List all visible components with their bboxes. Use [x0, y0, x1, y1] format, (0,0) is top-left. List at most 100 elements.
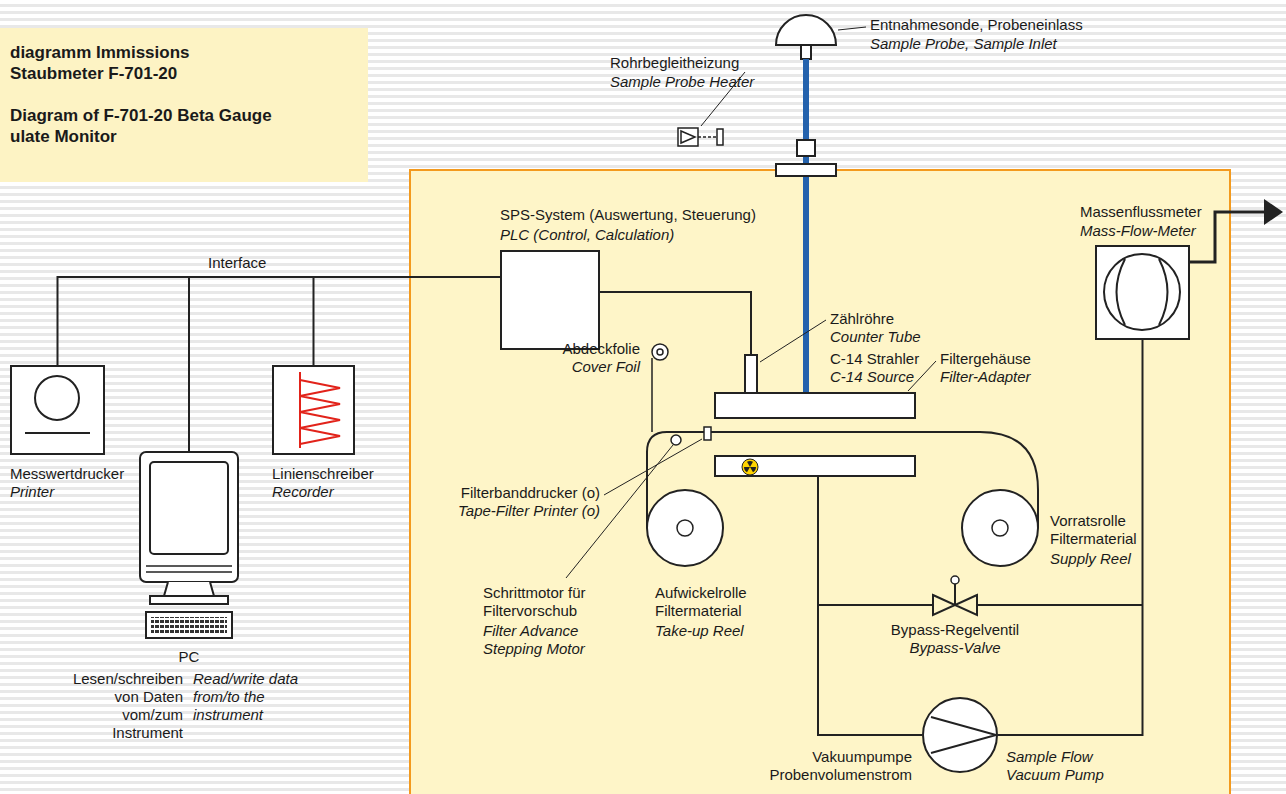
pipe-fitting	[797, 140, 815, 156]
pc-stand	[164, 582, 214, 596]
printer-body	[10, 365, 105, 455]
part-label: Supply Reel	[1050, 550, 1180, 568]
filter-adapter	[715, 393, 915, 418]
pump-outline	[923, 698, 997, 772]
flowmeter-symbol	[1104, 254, 1180, 330]
radiation-symbol	[742, 459, 758, 475]
part-label: Zählröhre	[830, 310, 894, 328]
cover-foil-roll	[652, 344, 668, 360]
reel-hub	[992, 520, 1008, 536]
part-label: Counter Tube	[830, 328, 921, 346]
recorder-box: LinienschreiberRecorder	[272, 365, 355, 455]
leader-line	[838, 27, 866, 30]
node-title: diagramm Immissions Staubmeter F-701-20	[10, 42, 250, 84]
pc-monitor	[146, 571, 232, 573]
valve-handle	[951, 576, 959, 584]
node-title: PC	[140, 648, 238, 666]
valve-stem	[954, 584, 956, 605]
tape-printer	[704, 427, 711, 440]
leader-line	[760, 320, 826, 362]
pc-monitor	[140, 452, 238, 582]
node-title: Vakuumpumpe Probenvolumenstrom	[752, 748, 912, 784]
recorder-body	[272, 365, 355, 455]
source-holder	[715, 456, 915, 476]
part-label: Schrittmotor für Filtervorschub	[483, 584, 623, 620]
part-label: Entnahmesonde, Probeneinlass	[870, 16, 1083, 34]
instrument-housing	[410, 170, 1230, 794]
node-subtitle: Read/write data from/to the instrument	[193, 670, 305, 724]
node-subtitle: Bypass-Valve	[909, 639, 1000, 657]
pc-keyboard	[146, 612, 232, 638]
cover-foil	[651, 358, 653, 432]
part-label: Filterbanddrucker (o)	[461, 484, 600, 502]
part-label: Cover Foil	[572, 358, 640, 376]
part-label: Sample Probe, Sample Inlet	[870, 35, 1057, 53]
vacuum-pump: Vakuumpumpe ProbenvolumenstromSample Flo…	[922, 697, 998, 773]
connector-wire	[314, 277, 501, 365]
bypass-pipe	[818, 604, 1142, 606]
part-label: Rohrbegleitheizung	[610, 54, 739, 72]
node-subtitle: PLC (Control, Calculation)	[500, 226, 674, 244]
bypass-valve: Bypass-RegelventilBypass-Valve	[932, 573, 978, 617]
node-title: Messwertdrucker	[10, 465, 124, 483]
recorder-trace	[299, 372, 301, 448]
exhaust-arrow	[1264, 199, 1283, 225]
plc-body	[500, 250, 600, 350]
radiation-symbol	[744, 461, 756, 472]
part-label: C-14 Source	[830, 368, 914, 386]
heater-symbol	[681, 131, 695, 143]
pc-monitor	[146, 565, 232, 567]
sample-pipe	[803, 59, 809, 393]
recorder-trace	[300, 380, 340, 444]
pump-arrow	[931, 717, 996, 753]
supply-reel	[962, 490, 1038, 566]
part-label: Filter-Adapter	[940, 368, 1031, 386]
node-title: Linienschreiber	[272, 465, 374, 483]
printer-symbol	[25, 432, 90, 434]
take-up-reel	[647, 490, 723, 566]
node-title: Massenflussmeter	[1080, 203, 1202, 221]
reel-hub	[677, 520, 693, 536]
heater-element	[717, 129, 723, 145]
pump-symbol	[922, 697, 998, 773]
valve-symbol	[932, 573, 978, 617]
plc-box: SPS-System (Auswertung, Steuerung)PLC (C…	[500, 250, 600, 350]
printer-symbol	[35, 376, 79, 420]
part-label: Sample Probe Heater	[610, 73, 754, 91]
flowmeter-box: MassenflussmeterMass-Flow-Meter	[1095, 245, 1190, 340]
part-label: C-14 Strahler	[830, 350, 919, 368]
title-box: diagramm Immissions Staubmeter F-701-20D…	[0, 28, 368, 182]
node-title: Bypass-Regelventil	[891, 621, 1019, 639]
node-subtitle: Mass-Flow-Meter	[1080, 222, 1196, 240]
node-subtitle: Lesen/schreiben von Daten vom/zum Instru…	[65, 670, 183, 742]
pc-stand	[150, 596, 228, 604]
pc-screen	[150, 462, 228, 554]
leader-line	[604, 439, 702, 495]
heater-wire	[698, 136, 716, 138]
part-label: Filter Advance Stepping Motor	[483, 622, 623, 658]
part-label: Abdeckfolie	[562, 340, 640, 358]
part-label: Aufwickelrolle Filtermaterial	[655, 584, 785, 620]
pc-station: PCLesen/schreiben von Daten vom/zum Inst…	[140, 452, 238, 640]
node-subtitle: Printer	[10, 483, 54, 501]
probe-stem	[801, 45, 811, 59]
part-label: Vorratsrolle Filtermaterial	[1050, 512, 1180, 548]
flowmeter-symbol	[1117, 259, 1168, 325]
pipe-flange	[776, 164, 836, 176]
part-label: Filtergehäuse	[940, 350, 1031, 368]
printer-box: MesswertdruckerPrinter	[10, 365, 105, 455]
part-label: Take-up Reel	[655, 622, 785, 640]
stepping-motor	[671, 435, 681, 445]
counter-tube	[745, 355, 757, 393]
heater-symbol	[678, 128, 698, 146]
node-title: SPS-System (Auswertung, Steuerung)	[500, 206, 756, 224]
part-label: Interface	[208, 254, 266, 272]
flowmeter-body	[1095, 245, 1190, 340]
sample-probe	[776, 15, 836, 45]
pc-keys	[151, 617, 227, 633]
node-subtitle: Diagram of F-701-20 Beta Gauge ulate Mon…	[10, 105, 310, 147]
node-subtitle: Recorder	[272, 483, 334, 501]
connector-wire	[58, 277, 501, 365]
part-label: Tape-Filter Printer (o)	[458, 502, 600, 520]
